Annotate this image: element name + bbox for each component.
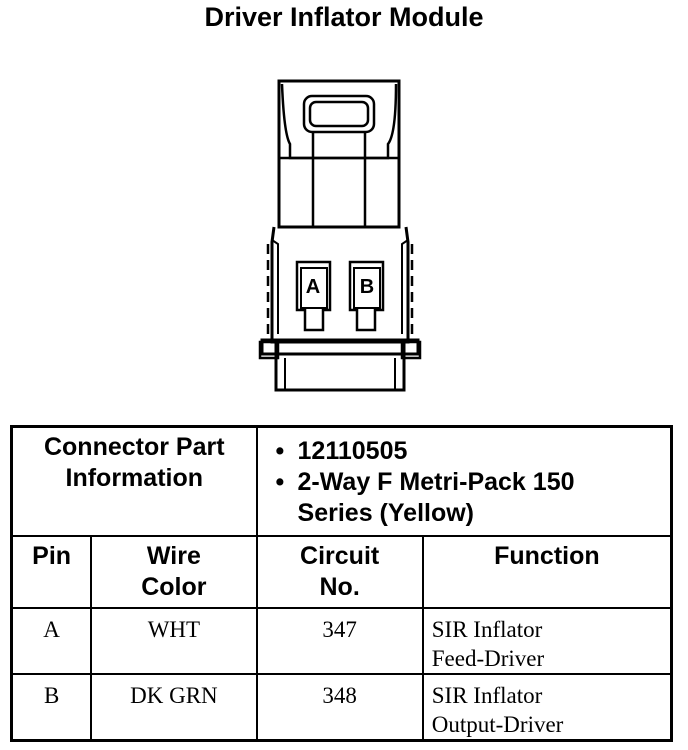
part-info-row: Connector Part Information 12110505 2-Wa…	[10, 425, 673, 537]
part-description: 2-Way F Metri-Pack 150 Series (Yellow)	[276, 467, 670, 529]
row-pin: A	[10, 607, 93, 675]
table-row: A WHT 347 SIR Inflator Feed-Driver	[10, 607, 673, 675]
diagram-title: Driver Inflator Module	[204, 2, 484, 32]
table-header-row: Pin Wire Color Circuit No. Function	[10, 535, 673, 609]
pin-b-label: B	[360, 276, 374, 298]
row-function: SIR Inflator Feed-Driver	[421, 607, 673, 675]
table-row: B DK GRN 348 SIR Inflator Output-Driver	[10, 673, 673, 742]
part-info-value: 12110505 2-Way F Metri-Pack 150 Series (…	[255, 425, 673, 537]
row-function: SIR Inflator Output-Driver	[421, 673, 673, 742]
row-wire-color: DK GRN	[90, 673, 258, 742]
header-circuit-no: Circuit No.	[255, 535, 424, 609]
part-info-label: Connector Part Information	[10, 425, 258, 537]
row-wire-color: WHT	[90, 607, 258, 675]
connector-info-table: Connector Part Information 12110505 2-Wa…	[10, 425, 673, 742]
part-number: 12110505	[276, 436, 670, 467]
header-pin: Pin	[10, 535, 93, 609]
pin-b-cavity	[348, 260, 385, 332]
connector-body	[270, 226, 410, 344]
connector-drawing: A B	[258, 79, 422, 392]
pin-a-label: A	[306, 276, 320, 298]
connector-latch-window	[302, 94, 376, 134]
row-pin: B	[10, 673, 93, 742]
pin-a-cavity	[295, 260, 332, 332]
header-function: Function	[421, 535, 673, 609]
row-circuit: 347	[255, 607, 424, 675]
row-circuit: 348	[255, 673, 424, 742]
header-wire-color: Wire Color	[90, 535, 258, 609]
